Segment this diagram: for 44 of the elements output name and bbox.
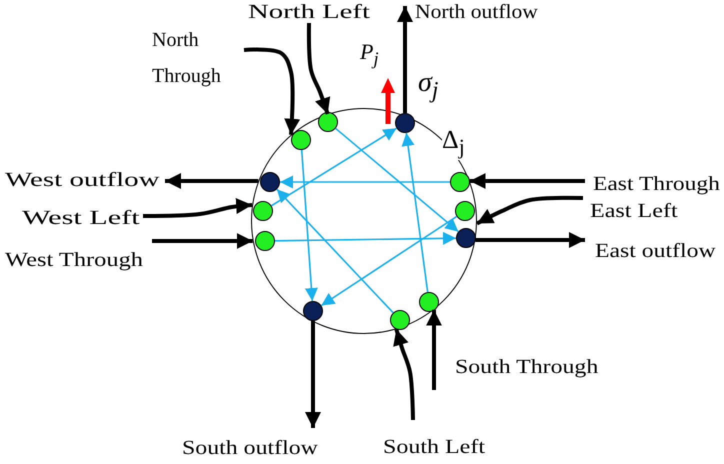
arrow <box>470 173 585 189</box>
arrow <box>306 22 330 115</box>
inflow-dot <box>454 200 474 220</box>
inflow-dot <box>252 200 272 220</box>
outflow-dot <box>394 112 414 132</box>
inflow-dot <box>254 230 274 250</box>
arrow <box>305 321 321 428</box>
movement-label: West Through <box>5 250 144 271</box>
arrow <box>271 128 397 206</box>
arrow <box>476 196 584 226</box>
arrow <box>152 233 253 249</box>
movement-label: North Left <box>248 2 370 23</box>
movement-label: West Left <box>22 208 140 229</box>
inflow-dot <box>418 292 438 312</box>
movement-label: North outflow <box>415 2 538 23</box>
movement-label: West outflow <box>5 170 160 191</box>
inflow-dot <box>450 172 470 192</box>
movement-label: North Through <box>152 22 244 94</box>
inflow-dot <box>318 112 338 132</box>
outflow-dot <box>302 300 322 320</box>
arrow <box>397 6 413 113</box>
arrow <box>300 150 318 302</box>
arrow <box>426 310 442 390</box>
movement-label: East Through <box>593 174 720 195</box>
arrow <box>475 232 585 248</box>
inflow-dot <box>390 310 410 330</box>
arrow <box>274 232 456 245</box>
arrow <box>244 48 300 135</box>
outflow-dot <box>456 228 476 248</box>
arrow <box>320 216 458 306</box>
arrow <box>335 128 459 232</box>
arrow <box>393 328 415 420</box>
movement-label: South Through <box>455 357 598 378</box>
movement-label: East outflow <box>595 241 716 262</box>
arrow <box>402 132 428 292</box>
movement-label: South outflow <box>182 438 318 459</box>
inflow-dot <box>290 130 310 150</box>
arrow <box>165 173 258 189</box>
movement-label: East Left <box>590 201 678 222</box>
arrow <box>143 198 252 218</box>
arrow <box>280 176 450 188</box>
movement-label: South Left <box>383 437 485 458</box>
outflow-dot <box>260 172 280 192</box>
arrow <box>276 188 394 314</box>
